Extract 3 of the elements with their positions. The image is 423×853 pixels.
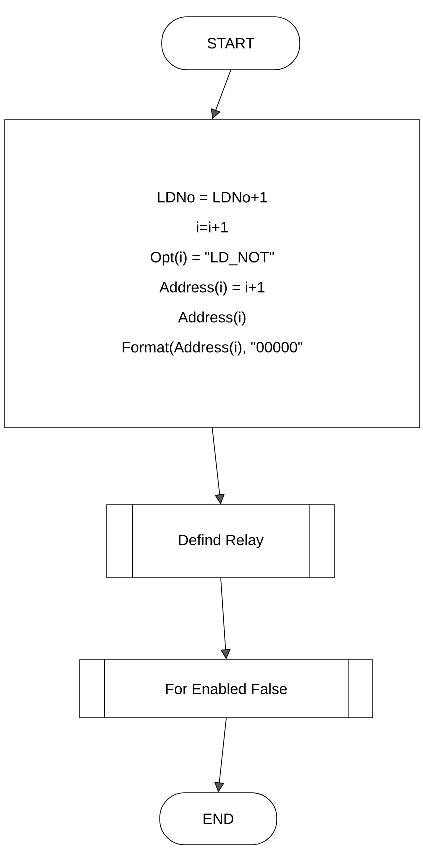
subroutine-box: Defind Relay — [106, 504, 336, 579]
subroutine-box: For Enabled False — [80, 659, 374, 719]
process-box: LDNo = LDNo+1 i=i+1 Opt(i) = "LD_NOT" Address(i) = i+1 Address(i) Format(Address(i), "00000" — [4, 120, 420, 428]
